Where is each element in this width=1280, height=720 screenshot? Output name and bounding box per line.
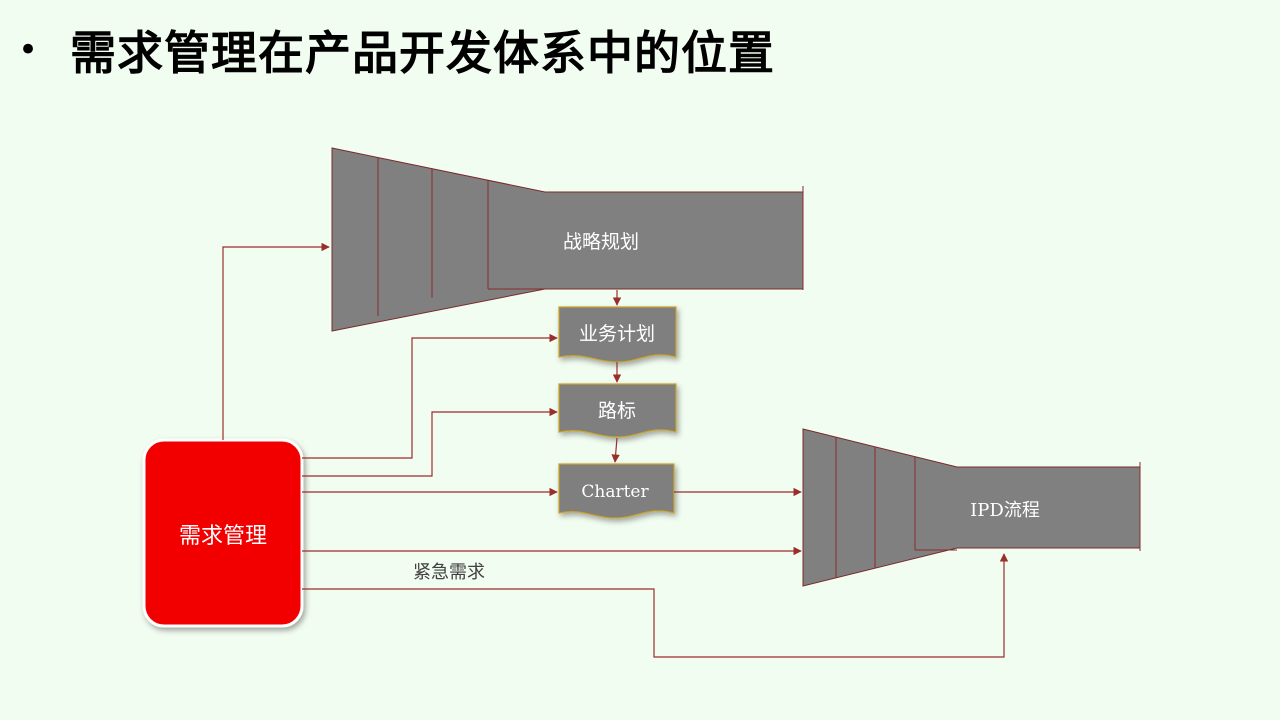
demand-management-box[interactable]: 需求管理 — [142, 438, 304, 628]
title-row: • 需求管理在产品开发体系中的位置 — [18, 18, 775, 82]
ipd-funnel: IPD流程 — [802, 428, 1141, 587]
business-plan-doc[interactable]: 业务计划 — [558, 306, 677, 363]
urgent-demand-label: 紧急需求 — [413, 562, 485, 583]
arrow-to-strategy — [222, 242, 330, 440]
arrow-roadmap-to-charter — [611, 437, 620, 463]
charter-doc[interactable]: Charter — [558, 463, 675, 519]
charter-label: Charter — [581, 482, 649, 502]
page-title: 需求管理在产品开发体系中的位置 — [70, 26, 775, 80]
connectors — [222, 242, 1009, 658]
arrow-to-roadmap — [302, 407, 558, 477]
business-plan-label: 业务计划 — [579, 323, 655, 345]
demand-management-label: 需求管理 — [179, 524, 267, 549]
strategy-funnel: 战略规划 — [331, 147, 804, 332]
roadmap-label: 路标 — [598, 400, 636, 422]
ipd-label: IPD流程 — [970, 500, 1040, 521]
bullet-icon: • — [18, 30, 39, 70]
arrow-to-ipd-bottom — [302, 553, 1009, 658]
strategy-label: 战略规划 — [563, 231, 639, 253]
arrow-to-business-plan — [302, 333, 558, 459]
roadmap-doc[interactable]: 路标 — [558, 383, 677, 438]
